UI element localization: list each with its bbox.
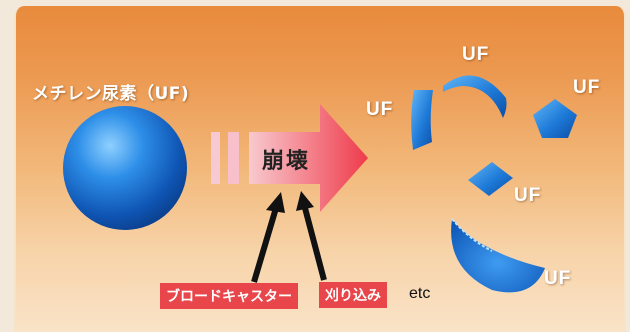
process-label: 崩壊: [262, 149, 311, 174]
fragment-bowl: [451, 219, 545, 293]
fragment-label: UF: [366, 99, 394, 120]
fragment-label: UF: [462, 44, 490, 65]
fragment-label: UF: [573, 77, 601, 98]
fragment-arc: [443, 75, 507, 118]
cause-tag-mowing: 刈り込み: [319, 282, 387, 308]
arrow-stripe: [211, 132, 220, 184]
methylene-urea-sphere: [63, 106, 187, 230]
fragment-curved-shard: [411, 90, 433, 150]
cause-arrow-left: [251, 192, 285, 283]
fragment-label: UF: [514, 185, 542, 206]
cause-arrow-right: [296, 191, 327, 281]
fragment-pentagon: [533, 99, 577, 138]
arrow-stripe: [228, 132, 239, 184]
etc-label: etc: [409, 285, 431, 302]
cause-tag-broadcaster: ブロードキャスター: [160, 283, 298, 309]
fragment-label: UF: [544, 268, 572, 289]
fragment-diamond: [468, 162, 513, 196]
decomposition-arrow: [249, 104, 368, 212]
molecule-label: メチレン尿素（UF): [32, 84, 190, 104]
